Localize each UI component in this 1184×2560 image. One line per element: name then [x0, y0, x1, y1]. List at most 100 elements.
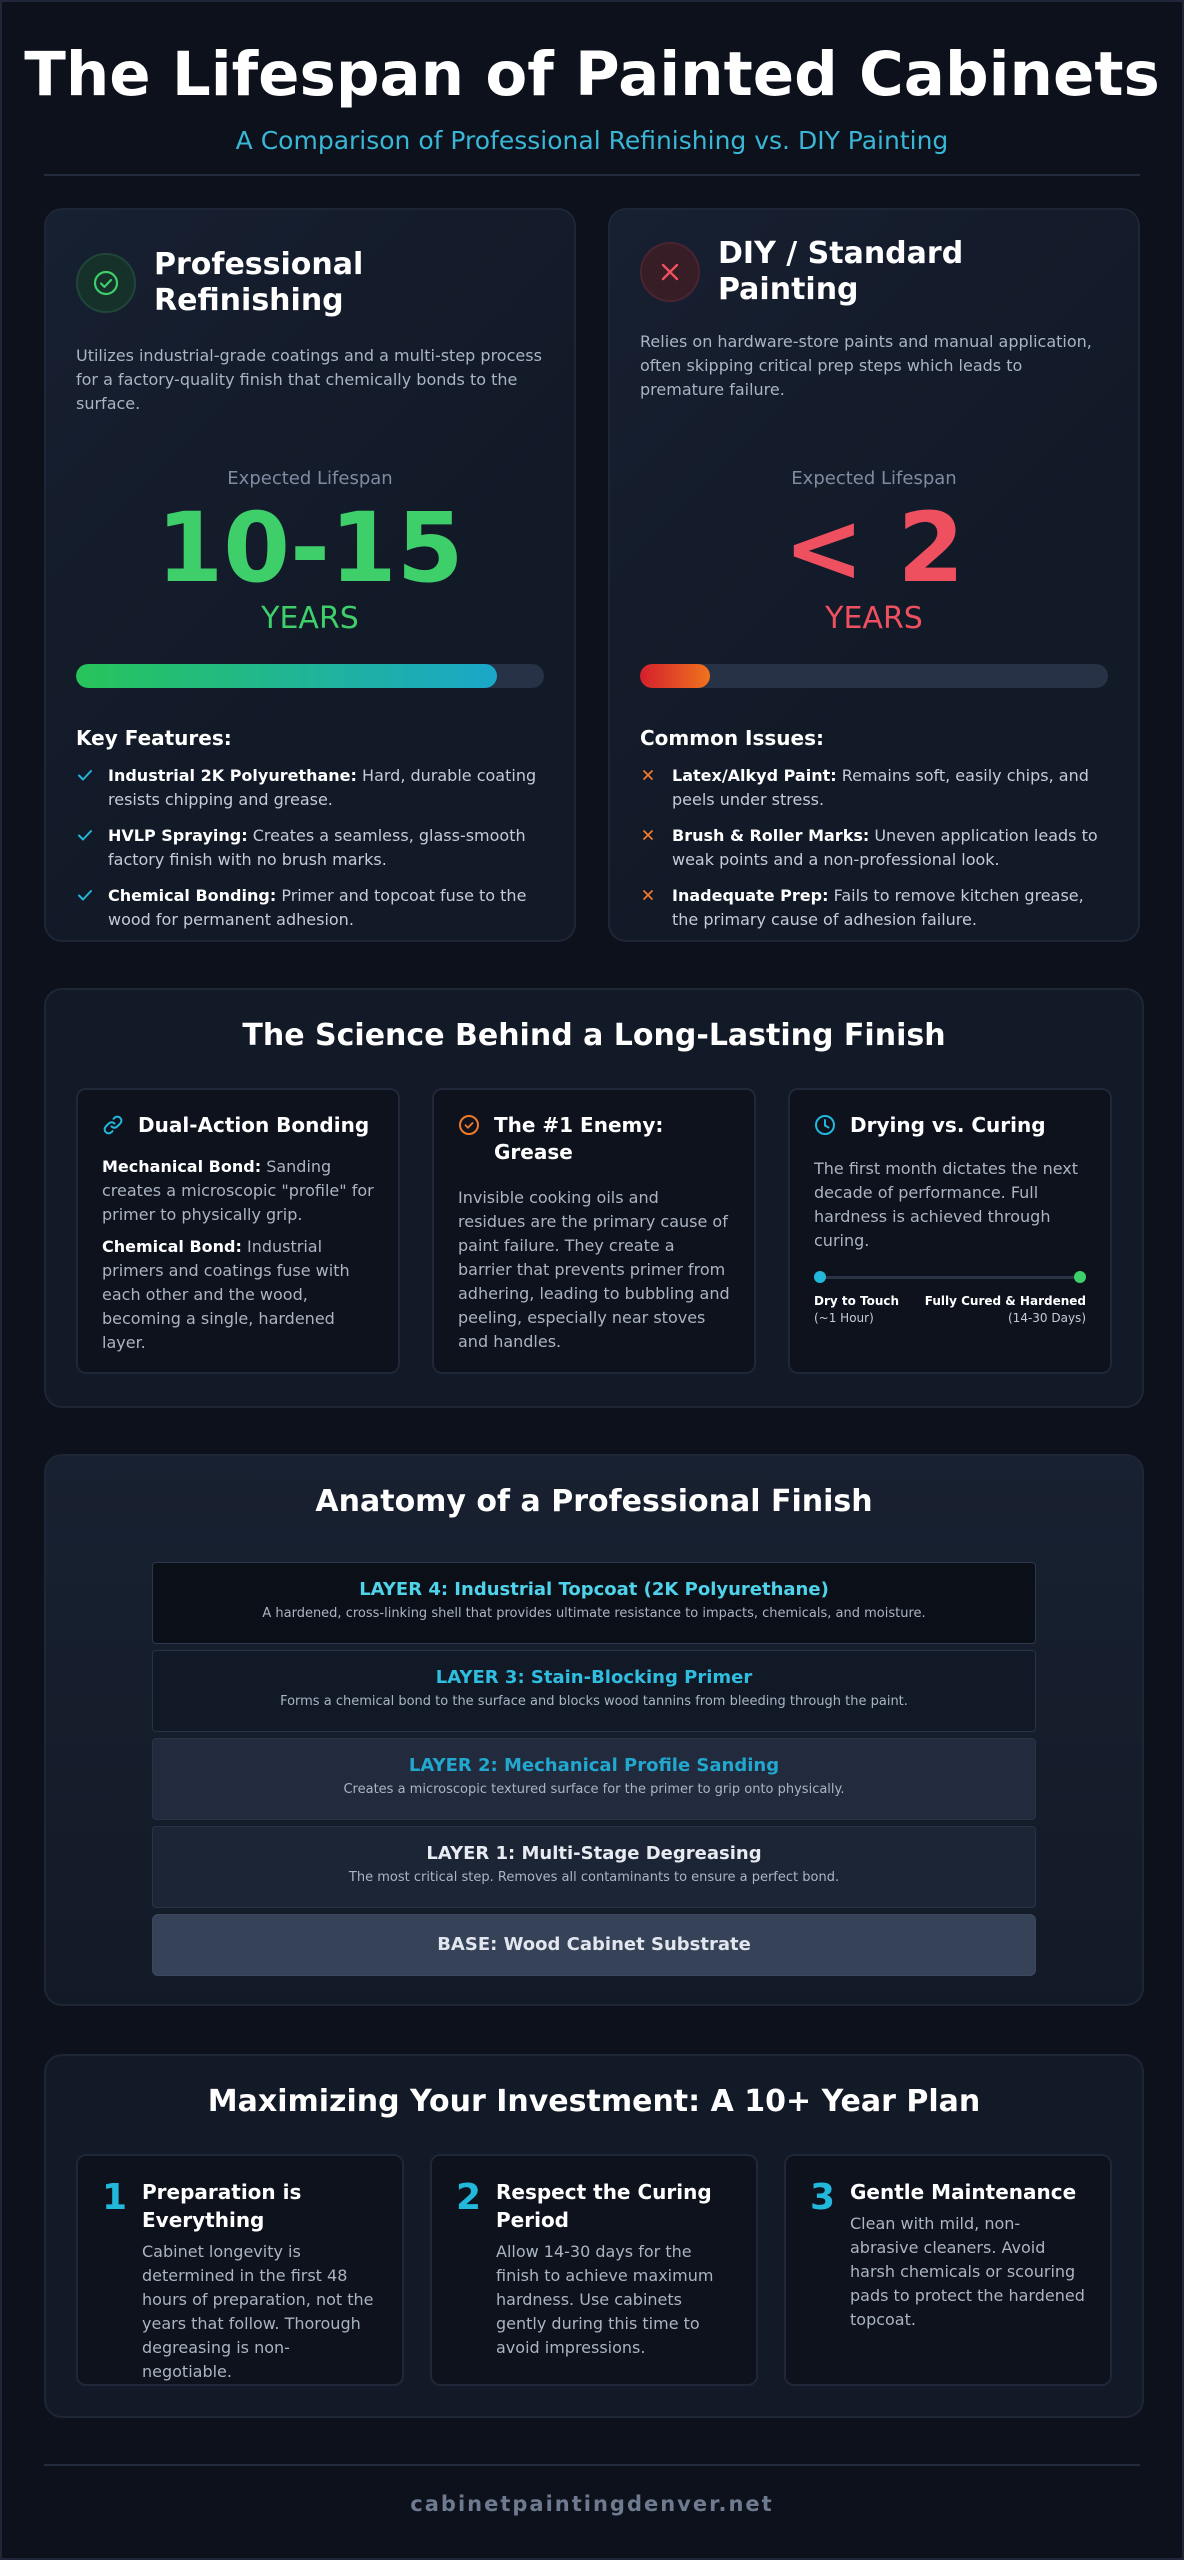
layer-desc: Forms a chemical bond to the surface and…	[280, 1694, 908, 1709]
layer-4: LAYER 4: Industrial Topcoat (2K Polyuret…	[152, 1562, 1036, 1644]
timeline-start-label: Dry to Touch	[814, 1294, 900, 1308]
step-title: Gentle Maintenance	[850, 2180, 1077, 2204]
issue-text: Uneven application leads to weak points …	[672, 826, 1098, 869]
key-features-title: Key Features:	[76, 726, 232, 750]
issue-label: Latex/Alkyd Paint:	[672, 766, 837, 785]
layer-desc: Creates a microscopic textured surface f…	[343, 1782, 845, 1797]
feature-item: HVLP Spraying: Creates a seamless, glass…	[76, 824, 544, 872]
layer-title: LAYER 1: Multi-Stage Degreasing	[426, 1843, 762, 1864]
chemical-bond-label: Chemical Bond:	[102, 1237, 242, 1256]
diy-lifespan-bar	[640, 664, 1108, 688]
feature-text: Creates a seamless, glass-smooth factory…	[108, 826, 526, 869]
layer-title: LAYER 2: Mechanical Profile Sanding	[408, 1755, 780, 1776]
grease-box: The #1 Enemy: Grease Invisible cooking o…	[432, 1088, 756, 1374]
diy-lifespan-label: Expected Lifespan	[791, 468, 957, 489]
feature-label: Industrial 2K Polyurethane:	[108, 766, 357, 785]
alert-circle-icon	[458, 1112, 486, 1143]
chemical-bond-text: Chemical Bond: Industrial primers and co…	[102, 1235, 374, 1355]
science-section: The Science Behind a Long-Lasting Finish…	[44, 988, 1144, 1408]
curing-box: Drying vs. Curing The first month dictat…	[788, 1088, 1112, 1374]
layer-title: LAYER 4: Industrial Topcoat (2K Polyuret…	[359, 1579, 829, 1600]
plan-title: Maximizing Your Investment: A 10+ Year P…	[207, 2084, 981, 2119]
layer-2: LAYER 2: Mechanical Profile Sanding Crea…	[152, 1738, 1036, 1820]
check-circle-icon	[76, 253, 136, 313]
professional-lifespan-bar	[76, 664, 544, 688]
layer-title: LAYER 3: Stain-Blocking Primer	[435, 1667, 753, 1688]
diy-lifespan-bar-fill	[640, 664, 711, 688]
page-title: The Lifespan of Painted Cabinets	[24, 39, 1160, 110]
feature-text: Primer and topcoat fuse to the wood for …	[108, 886, 527, 929]
clock-icon	[814, 1112, 842, 1143]
footer-divider	[44, 2464, 1140, 2466]
step-title: Preparation is Everything	[142, 2180, 302, 2232]
feature-item: Industrial 2K Polyurethane: Hard, durabl…	[76, 764, 544, 812]
link-icon	[102, 1112, 130, 1143]
plan-step: 3 Gentle Maintenance Clean with mild, no…	[784, 2154, 1112, 2386]
checkmark-icon	[76, 764, 108, 812]
plan-section: Maximizing Your Investment: A 10+ Year P…	[44, 2054, 1144, 2418]
diy-card: DIY / Standard Painting Relies on hardwa…	[608, 208, 1140, 942]
feature-label: HVLP Spraying:	[108, 826, 248, 845]
step-text: Clean with mild, non-abrasive cleaners. …	[850, 2214, 1085, 2329]
curing-timeline	[814, 1271, 1086, 1283]
timeline-start-sub: (~1 Hour)	[814, 1311, 874, 1325]
step-title: Respect the Curing Period	[496, 2180, 712, 2232]
diy-lifespan-unit: YEARS	[825, 601, 923, 636]
timeline-end-dot	[1074, 1271, 1086, 1283]
professional-lifespan-bar-fill	[76, 664, 498, 688]
diy-title: DIY / Standard Painting	[718, 236, 964, 307]
issue-label: Inadequate Prep:	[672, 886, 829, 905]
chemical-bond-desc: Industrial primers and coatings fuse wit…	[102, 1237, 350, 1352]
layer-title: BASE: Wood Cabinet Substrate	[437, 1934, 751, 1955]
curing-title: Drying vs. Curing	[850, 1113, 1046, 1137]
timeline-start: Dry to Touch (~1 Hour)	[814, 1293, 899, 1327]
issue-label: Brush & Roller Marks:	[672, 826, 870, 845]
step-number: 3	[810, 2177, 836, 2218]
bonding-title: Dual-Action Bonding	[138, 1113, 370, 1137]
header-divider	[44, 174, 1140, 176]
professional-title: Professional Refinishing	[154, 247, 364, 318]
layer-desc: A hardened, cross-linking shell that pro…	[262, 1606, 926, 1621]
x-mark-icon	[640, 764, 672, 812]
footer-site-link[interactable]: cabinetpaintingdenver.net	[410, 2492, 774, 2516]
timeline-start-dot	[814, 1271, 826, 1283]
science-title: The Science Behind a Long-Lasting Finish	[242, 1018, 946, 1053]
common-issues-list: Latex/Alkyd Paint: Remains soft, easily …	[640, 764, 1108, 932]
feature-label: Chemical Bonding:	[108, 886, 277, 905]
diy-description: Relies on hardware-store paints and manu…	[640, 332, 1092, 399]
feature-text: Hard, durable coating resists chipping a…	[108, 766, 537, 809]
x-mark-icon	[640, 824, 672, 872]
professional-description: Utilizes industrial-grade coatings and a…	[76, 346, 542, 413]
common-issues-title: Common Issues:	[640, 726, 824, 750]
plan-step: 2 Respect the Curing Period Allow 14-30 …	[430, 2154, 758, 2386]
layer-desc: The most critical step. Removes all cont…	[348, 1870, 840, 1885]
grease-title: The #1 Enemy: Grease	[494, 1113, 664, 1164]
professional-lifespan-label: Expected Lifespan	[227, 468, 393, 489]
bonding-box: Dual-Action Bonding Mechanical Bond: San…	[76, 1088, 400, 1374]
header: The Lifespan of Painted Cabinets A Compa…	[2, 2, 1182, 155]
timeline-end-label: Fully Cured & Hardened	[924, 1294, 1086, 1308]
issue-item: Inadequate Prep: Fails to remove kitchen…	[640, 884, 1108, 932]
layer-3: LAYER 3: Stain-Blocking Primer Forms a c…	[152, 1650, 1036, 1732]
diy-lifespan-value: < 2	[783, 492, 965, 604]
curing-text: The first month dictates the next decade…	[814, 1159, 1079, 1250]
feature-item: Chemical Bonding: Primer and topcoat fus…	[76, 884, 544, 932]
professional-lifespan-value: 10-15	[156, 492, 464, 604]
layer-1: LAYER 1: Multi-Stage Degreasing The most…	[152, 1826, 1036, 1908]
anatomy-section: Anatomy of a Professional Finish LAYER 4…	[44, 1454, 1144, 2006]
step-text: Cabinet longevity is determined in the f…	[142, 2242, 374, 2381]
professional-card: Professional Refinishing Utilizes indust…	[44, 208, 576, 942]
timeline-end-sub: (14-30 Days)	[1008, 1311, 1086, 1325]
anatomy-title: Anatomy of a Professional Finish	[315, 1484, 873, 1519]
checkmark-icon	[76, 884, 108, 932]
issue-item: Brush & Roller Marks: Uneven application…	[640, 824, 1108, 872]
issue-text: Fails to remove kitchen grease, the prim…	[672, 886, 1084, 929]
issue-item: Latex/Alkyd Paint: Remains soft, easily …	[640, 764, 1108, 812]
plan-step: 1 Preparation is Everything Cabinet long…	[76, 2154, 404, 2386]
timeline-end: Fully Cured & Hardened (14-30 Days)	[925, 1293, 1086, 1327]
x-mark-icon	[640, 884, 672, 932]
page-subtitle: A Comparison of Professional Refinishing…	[235, 126, 949, 155]
issue-text: Remains soft, easily chips, and peels un…	[672, 766, 1089, 809]
layer-base: BASE: Wood Cabinet Substrate	[152, 1914, 1036, 1976]
